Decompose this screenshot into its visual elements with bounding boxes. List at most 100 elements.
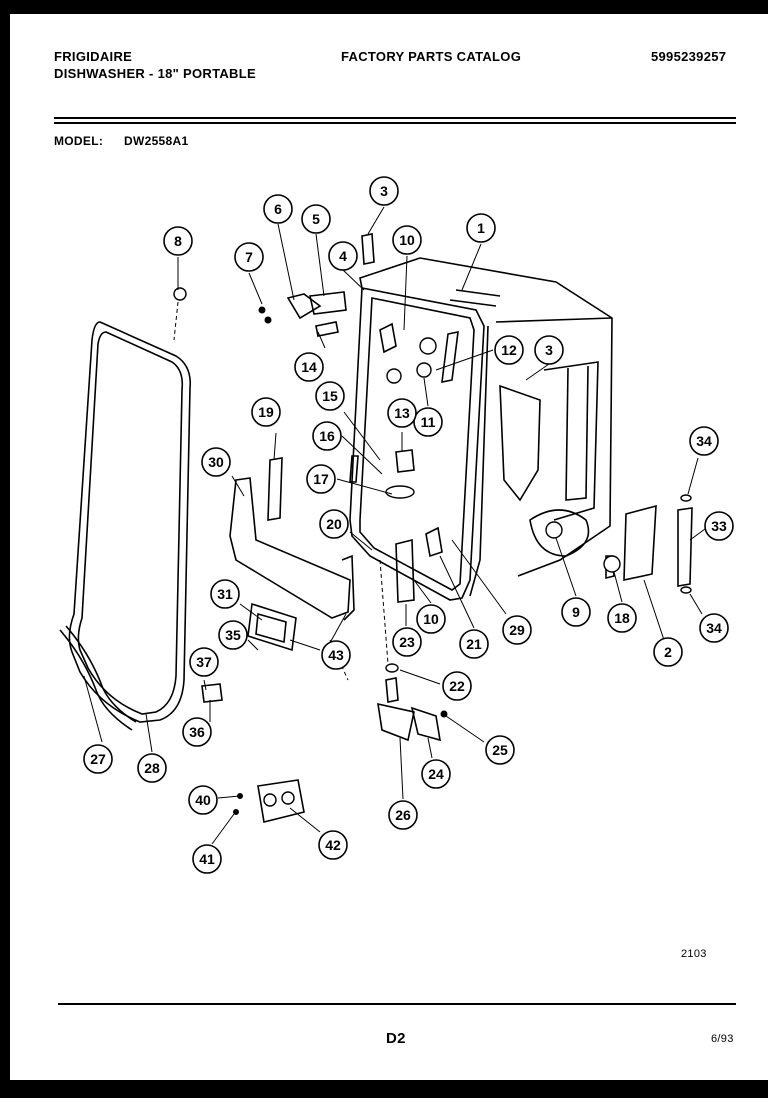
page-code: D2 (386, 1030, 406, 1047)
svg-text:11: 11 (421, 414, 436, 430)
callout-18: 18 (607, 603, 637, 633)
svg-text:6: 6 (274, 201, 282, 217)
callout-20: 20 (319, 509, 349, 539)
callout-10-top: 10 (392, 225, 422, 255)
catalog-number: 5995239257 (651, 49, 727, 64)
svg-text:28: 28 (144, 760, 160, 776)
inner-door-panel (349, 287, 485, 601)
svg-text:29: 29 (509, 622, 525, 638)
leader-lines (83, 206, 706, 845)
scan-border-left (0, 0, 10, 1098)
svg-text:18: 18 (614, 610, 630, 626)
svg-text:9: 9 (572, 604, 580, 620)
catalog-title: FACTORY PARTS CATALOG (341, 49, 522, 64)
callout-33: 33 (704, 511, 734, 541)
callout-5: 5 (301, 204, 331, 234)
svg-text:40: 40 (195, 792, 211, 808)
svg-text:31: 31 (217, 586, 233, 602)
callout-42: 42 (318, 830, 348, 860)
callout-41: 41 (192, 844, 222, 874)
callout-34-bottom: 34 (699, 613, 729, 643)
svg-text:17: 17 (313, 471, 329, 487)
product-description: DISHWASHER - 18" PORTABLE (54, 66, 256, 81)
callout-28: 28 (137, 753, 167, 783)
callout-6: 6 (263, 194, 293, 224)
footer-rule (58, 1003, 736, 1005)
svg-text:15: 15 (322, 388, 338, 404)
drawing-number: 2103 (681, 948, 707, 960)
svg-text:16: 16 (319, 428, 335, 444)
callout-36: 36 (182, 717, 212, 747)
callout-1: 1 (466, 213, 496, 243)
svg-text:13: 13 (394, 405, 410, 421)
svg-text:36: 36 (189, 724, 205, 740)
callout-14: 14 (294, 352, 324, 382)
svg-text:26: 26 (395, 807, 411, 823)
callout-26: 26 (388, 800, 418, 830)
callout-22: 22 (442, 671, 472, 701)
callout-29: 29 (502, 615, 532, 645)
svg-text:19: 19 (258, 404, 274, 420)
model-label: MODEL: (54, 134, 104, 148)
svg-text:37: 37 (196, 654, 212, 670)
callout-43: 43 (321, 640, 351, 670)
callout-15: 15 (315, 381, 345, 411)
callout-7: 7 (234, 242, 264, 272)
revision-date: 6/93 (711, 1033, 734, 1045)
svg-text:3: 3 (545, 342, 553, 358)
svg-text:1: 1 (477, 220, 485, 236)
svg-text:34: 34 (706, 620, 722, 636)
callout-24: 24 (421, 759, 451, 789)
callout-40: 40 (188, 785, 218, 815)
svg-text:21: 21 (466, 636, 482, 652)
callout-35: 35 (218, 620, 248, 650)
svg-text:12: 12 (501, 342, 517, 358)
callout-2: 2 (653, 637, 683, 667)
callout-23: 23 (392, 627, 422, 657)
svg-text:10: 10 (399, 232, 415, 248)
callout-21: 21 (459, 629, 489, 659)
svg-text:3: 3 (380, 183, 388, 199)
valve-parts (233, 779, 305, 823)
latch-parts (377, 538, 448, 742)
svg-text:5: 5 (312, 211, 320, 227)
brand-name: FRIGIDAIRE (54, 49, 133, 64)
callout-13: 13 (387, 398, 417, 428)
callout-37: 37 (189, 647, 219, 677)
svg-text:42: 42 (325, 837, 341, 853)
svg-text:33: 33 (711, 518, 727, 534)
svg-text:23: 23 (399, 634, 415, 650)
svg-text:24: 24 (428, 766, 444, 782)
tub-assembly (359, 257, 613, 597)
callout-34-top: 34 (689, 426, 719, 456)
callout-31: 31 (210, 579, 240, 609)
callout-16: 16 (312, 421, 342, 451)
svg-text:34: 34 (696, 433, 712, 449)
callout-8: 8 (163, 226, 193, 256)
model-number: DW2558A1 (124, 134, 189, 148)
callout-3-top: 3 (369, 176, 399, 206)
callout-17: 17 (306, 464, 336, 494)
svg-text:7: 7 (245, 249, 253, 265)
svg-text:2: 2 (664, 644, 672, 660)
callout-4: 4 (328, 241, 358, 271)
svg-text:25: 25 (492, 742, 508, 758)
svg-text:14: 14 (301, 359, 317, 375)
hinge-parts (173, 233, 375, 337)
svg-text:10: 10 (423, 611, 439, 627)
svg-text:30: 30 (208, 454, 224, 470)
svg-text:20: 20 (326, 516, 342, 532)
door-gasket (59, 321, 192, 731)
header-rule-bottom (54, 122, 736, 124)
callout-27: 27 (83, 744, 113, 774)
scan-border-top (0, 0, 768, 14)
svg-text:22: 22 (449, 678, 465, 694)
scan-border-bottom (0, 1080, 768, 1098)
callout-11: 11 (413, 407, 443, 437)
svg-text:43: 43 (328, 647, 344, 663)
callout-19: 19 (251, 397, 281, 427)
callout-3-right: 3 (534, 335, 564, 365)
svg-text:4: 4 (339, 248, 347, 264)
callout-30: 30 (201, 447, 231, 477)
